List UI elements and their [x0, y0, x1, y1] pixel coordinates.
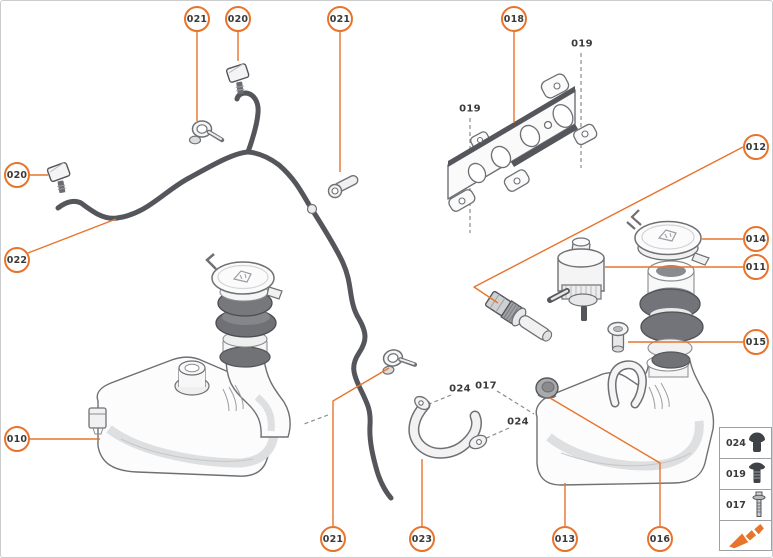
legend-label-017: 017: [726, 499, 746, 511]
callout-016[interactable]: 016: [647, 526, 673, 552]
part-ref-024-lower: 024: [507, 416, 529, 428]
part-ref-024-upper: 024: [449, 383, 471, 395]
pump-drawing: [547, 237, 605, 321]
callout-013[interactable]: 013: [552, 526, 578, 552]
callout-leader-lines: [27, 32, 744, 526]
washer-hose-drawing: [55, 90, 394, 501]
cap-drawing: [626, 209, 710, 266]
clip-020-top-drawing: [225, 62, 251, 95]
filler-neck-left-drawing: [205, 253, 283, 338]
legend-row-017[interactable]: 017: [720, 490, 771, 521]
callout-021-top-left[interactable]: 021: [184, 6, 210, 32]
level-sensor-drawing: [484, 290, 553, 342]
reservoir-left-drawing: [88, 330, 291, 477]
callout-020-left[interactable]: 020: [4, 162, 30, 188]
legend-row-direction: [720, 521, 771, 552]
legend-label-019: 019: [726, 468, 746, 480]
callout-021-top-mid[interactable]: 021: [327, 6, 353, 32]
callout-022[interactable]: 022: [4, 247, 30, 273]
part-ref-017: 017: [475, 380, 497, 392]
fastener-legend: 024 019 017: [719, 427, 772, 551]
part-ref-019-right: 019: [571, 38, 593, 50]
clip-021-right-drawing: [327, 174, 359, 199]
clamp-drawing: [408, 395, 488, 459]
legend-row-019[interactable]: 019: [720, 459, 771, 490]
clip-021-topleft-drawing: [190, 121, 223, 144]
callout-012[interactable]: 012: [743, 134, 769, 160]
legend-label-024: 024: [726, 437, 746, 449]
part-ref-019-left: 019: [459, 103, 481, 115]
rivet-drawing: [607, 321, 629, 353]
callout-020-top[interactable]: 020: [225, 6, 251, 32]
callout-015[interactable]: 015: [743, 329, 769, 355]
screw-icon: [749, 462, 765, 483]
bolt-icon: [752, 491, 766, 517]
callout-023[interactable]: 023: [409, 526, 435, 552]
reservoir-right-drawing: [535, 354, 715, 486]
filler-neck-right-drawing: [639, 260, 704, 369]
callout-010[interactable]: 010: [4, 426, 30, 452]
grommet-drawing: [535, 377, 559, 399]
rivet-icon: [749, 432, 765, 452]
bracket-drawing: [447, 73, 598, 212]
hose-grommet-ball: [306, 203, 318, 215]
callout-018[interactable]: 018: [501, 6, 527, 32]
clip-020-left-drawing: [45, 161, 72, 195]
callout-014[interactable]: 014: [743, 226, 769, 252]
callout-021-bottom[interactable]: 021: [320, 526, 346, 552]
callout-011[interactable]: 011: [743, 254, 769, 280]
direction-arrow-icon: [729, 523, 764, 548]
legend-row-024[interactable]: 024: [720, 428, 771, 459]
